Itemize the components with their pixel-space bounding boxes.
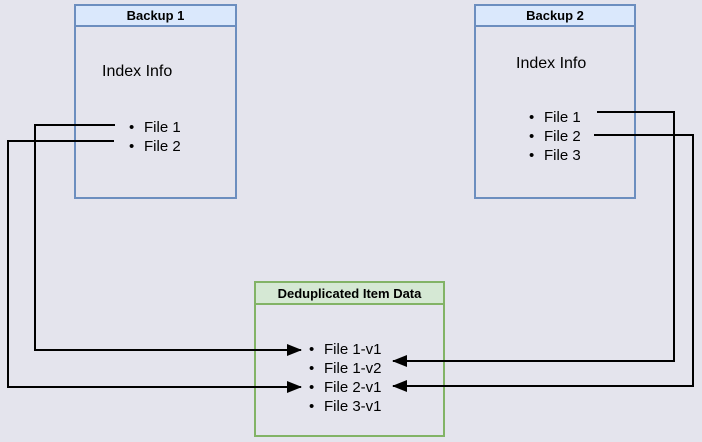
bullet-icon: •	[529, 147, 535, 164]
bullet-icon: •	[129, 119, 135, 136]
list-item: • File 3	[529, 146, 581, 165]
list-item: • File 2-v1	[309, 378, 382, 397]
dedup-file1v2-label: File 1-v2	[324, 360, 382, 377]
list-item: • File 2	[529, 127, 581, 146]
backup2-subtitle: Index Info	[516, 55, 587, 72]
backup2-node: Backup 2 Index Info • File 1 • File 2 • …	[474, 4, 636, 199]
list-item: • File 3-v1	[309, 397, 382, 416]
backup1-subtitle: Index Info	[102, 63, 173, 80]
list-item: • File 1	[129, 118, 181, 137]
dedup-node: Deduplicated Item Data • File 1-v1 • Fil…	[254, 281, 445, 437]
backup2-file1-label: File 1	[544, 109, 581, 126]
dedup-file1v1-label: File 1-v1	[324, 341, 382, 358]
backup1-file2-label: File 2	[144, 138, 181, 155]
dedup-item-list: • File 1-v1 • File 1-v2 • File 2-v1 • Fi…	[309, 340, 382, 416]
backup1-title: Backup 1	[76, 6, 235, 27]
backup1-file1-label: File 1	[144, 119, 181, 136]
backup1-node: Backup 1 Index Info • File 1 • File 2	[74, 4, 237, 199]
backup2-file3-label: File 3	[544, 147, 581, 164]
list-item: • File 1-v2	[309, 359, 382, 378]
bullet-icon: •	[309, 379, 315, 396]
dedup-file2v1-label: File 2-v1	[324, 379, 382, 396]
bullet-icon: •	[309, 398, 315, 415]
bullet-icon: •	[309, 360, 315, 377]
backup2-title: Backup 2	[476, 6, 634, 27]
backup1-file-list: • File 1 • File 2	[129, 118, 181, 156]
dedup-title: Deduplicated Item Data	[256, 283, 443, 305]
list-item: • File 1	[529, 108, 581, 127]
bullet-icon: •	[529, 128, 535, 145]
backup2-file-list: • File 1 • File 2 • File 3	[529, 108, 581, 165]
dedup-file3v1-label: File 3-v1	[324, 398, 382, 415]
backup2-file2-label: File 2	[544, 128, 581, 145]
bullet-icon: •	[129, 138, 135, 155]
list-item: • File 1-v1	[309, 340, 382, 359]
bullet-icon: •	[529, 109, 535, 126]
list-item: • File 2	[129, 137, 181, 156]
bullet-icon: •	[309, 341, 315, 358]
